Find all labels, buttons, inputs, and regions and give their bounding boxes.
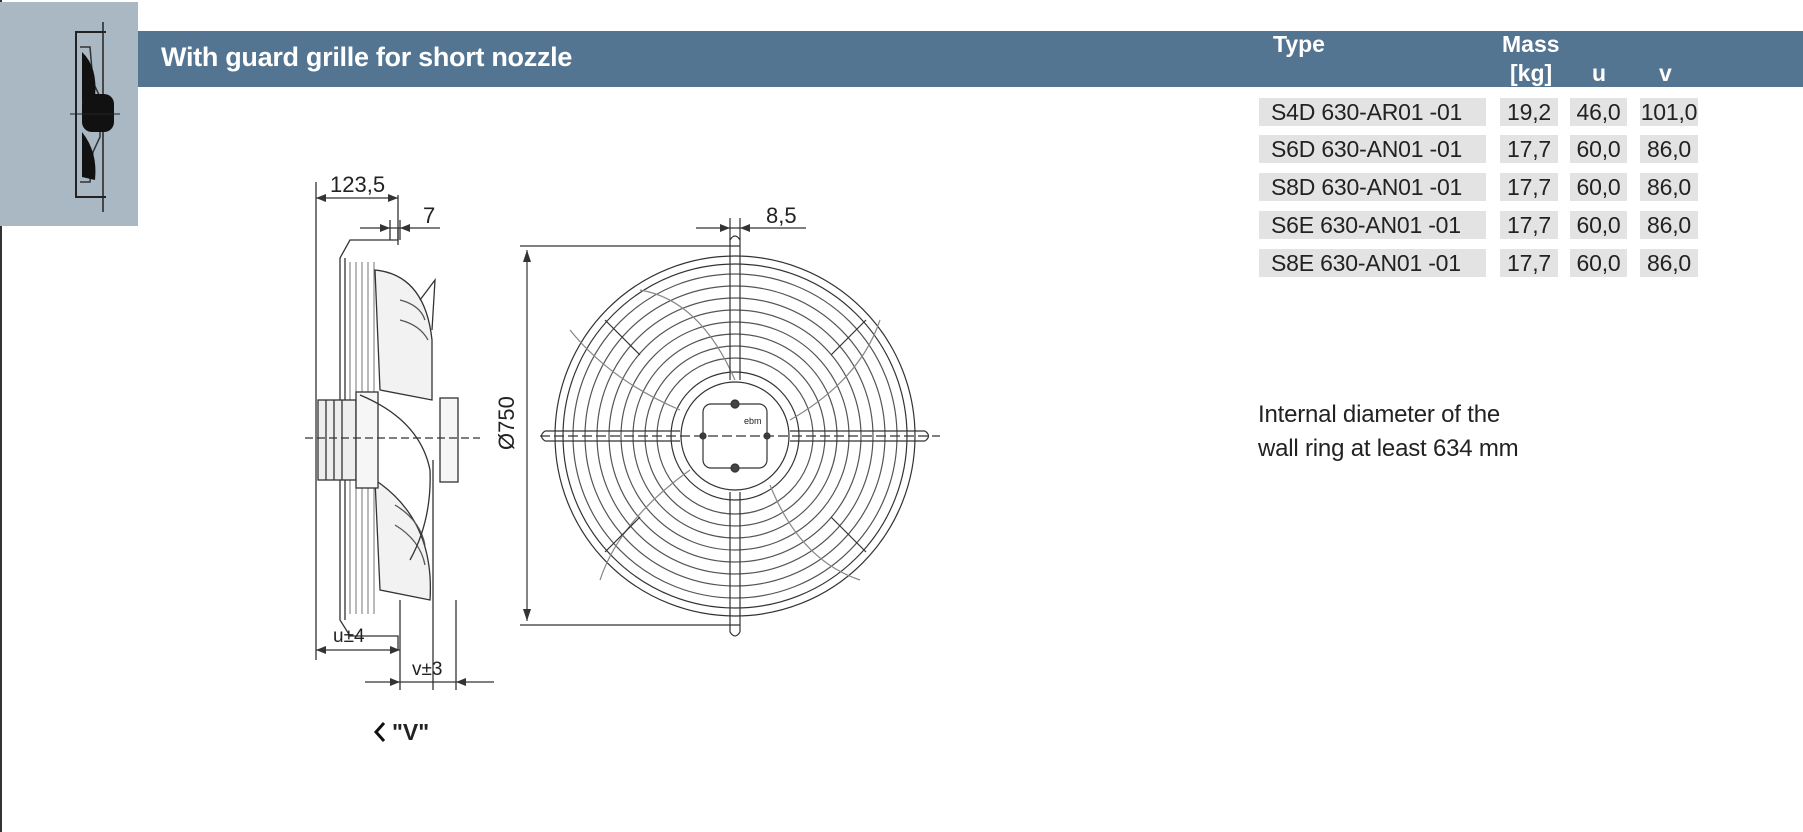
motor-label: ebm bbox=[744, 416, 762, 426]
cell-mass: 17,7 bbox=[1500, 173, 1558, 201]
dim-flange: 7 bbox=[423, 203, 436, 228]
cell-mass: 17,7 bbox=[1500, 135, 1558, 163]
page-title: With guard grille for short nozzle bbox=[161, 42, 573, 72]
header-bar bbox=[138, 31, 1803, 87]
cell-type: S6D 630-AN01 -01 bbox=[1259, 135, 1486, 163]
installation-note: Internal diameter of the wall ring at le… bbox=[1258, 398, 1519, 466]
cell-type: S4D 630-AR01 -01 bbox=[1259, 98, 1486, 126]
cell-type: S8D 630-AN01 -01 bbox=[1259, 173, 1486, 201]
cell-v: 86,0 bbox=[1640, 211, 1698, 239]
cell-v: 101,0 bbox=[1640, 98, 1698, 126]
cell-type: S6E 630-AN01 -01 bbox=[1259, 211, 1486, 239]
note-line-2: wall ring at least 634 mm bbox=[1258, 435, 1519, 462]
cell-u: 60,0 bbox=[1570, 135, 1627, 163]
cell-u: 46,0 bbox=[1570, 98, 1627, 126]
fan-side-icon bbox=[70, 22, 120, 212]
cell-mass: 17,7 bbox=[1500, 211, 1558, 239]
cell-mass: 17,7 bbox=[1500, 249, 1558, 277]
cell-v: 86,0 bbox=[1640, 173, 1698, 201]
cell-u: 60,0 bbox=[1570, 249, 1627, 277]
dim-v-tolerance: v±3 bbox=[412, 659, 443, 680]
cell-v: 86,0 bbox=[1640, 135, 1698, 163]
page-left-border bbox=[0, 0, 2, 832]
front-view bbox=[520, 218, 940, 637]
cell-type: S8E 630-AN01 -01 bbox=[1259, 249, 1486, 277]
dim-grille-gap: 8,5 bbox=[766, 203, 797, 228]
view-arrow-icon bbox=[373, 722, 386, 742]
col-header-mass: Mass bbox=[1502, 31, 1560, 57]
cell-u: 60,0 bbox=[1570, 211, 1627, 239]
cell-u: 60,0 bbox=[1570, 173, 1627, 201]
note-line-1: Internal diameter of the bbox=[1258, 401, 1501, 428]
col-header-u: u bbox=[1592, 60, 1607, 86]
col-header-v: v bbox=[1659, 60, 1672, 86]
side-view bbox=[305, 182, 494, 690]
cell-v: 86,0 bbox=[1640, 249, 1698, 277]
fan-thumbnail bbox=[0, 2, 138, 226]
col-header-mass-unit: [kg] bbox=[1510, 60, 1553, 86]
dim-u-tolerance: u±4 bbox=[333, 626, 365, 647]
col-header-type: Type bbox=[1273, 31, 1325, 57]
cell-mass: 19,2 bbox=[1500, 98, 1558, 126]
dim-diameter: Ø750 bbox=[494, 396, 519, 450]
view-label: "V" bbox=[392, 719, 430, 745]
dim-depth: 123,5 bbox=[330, 172, 386, 197]
